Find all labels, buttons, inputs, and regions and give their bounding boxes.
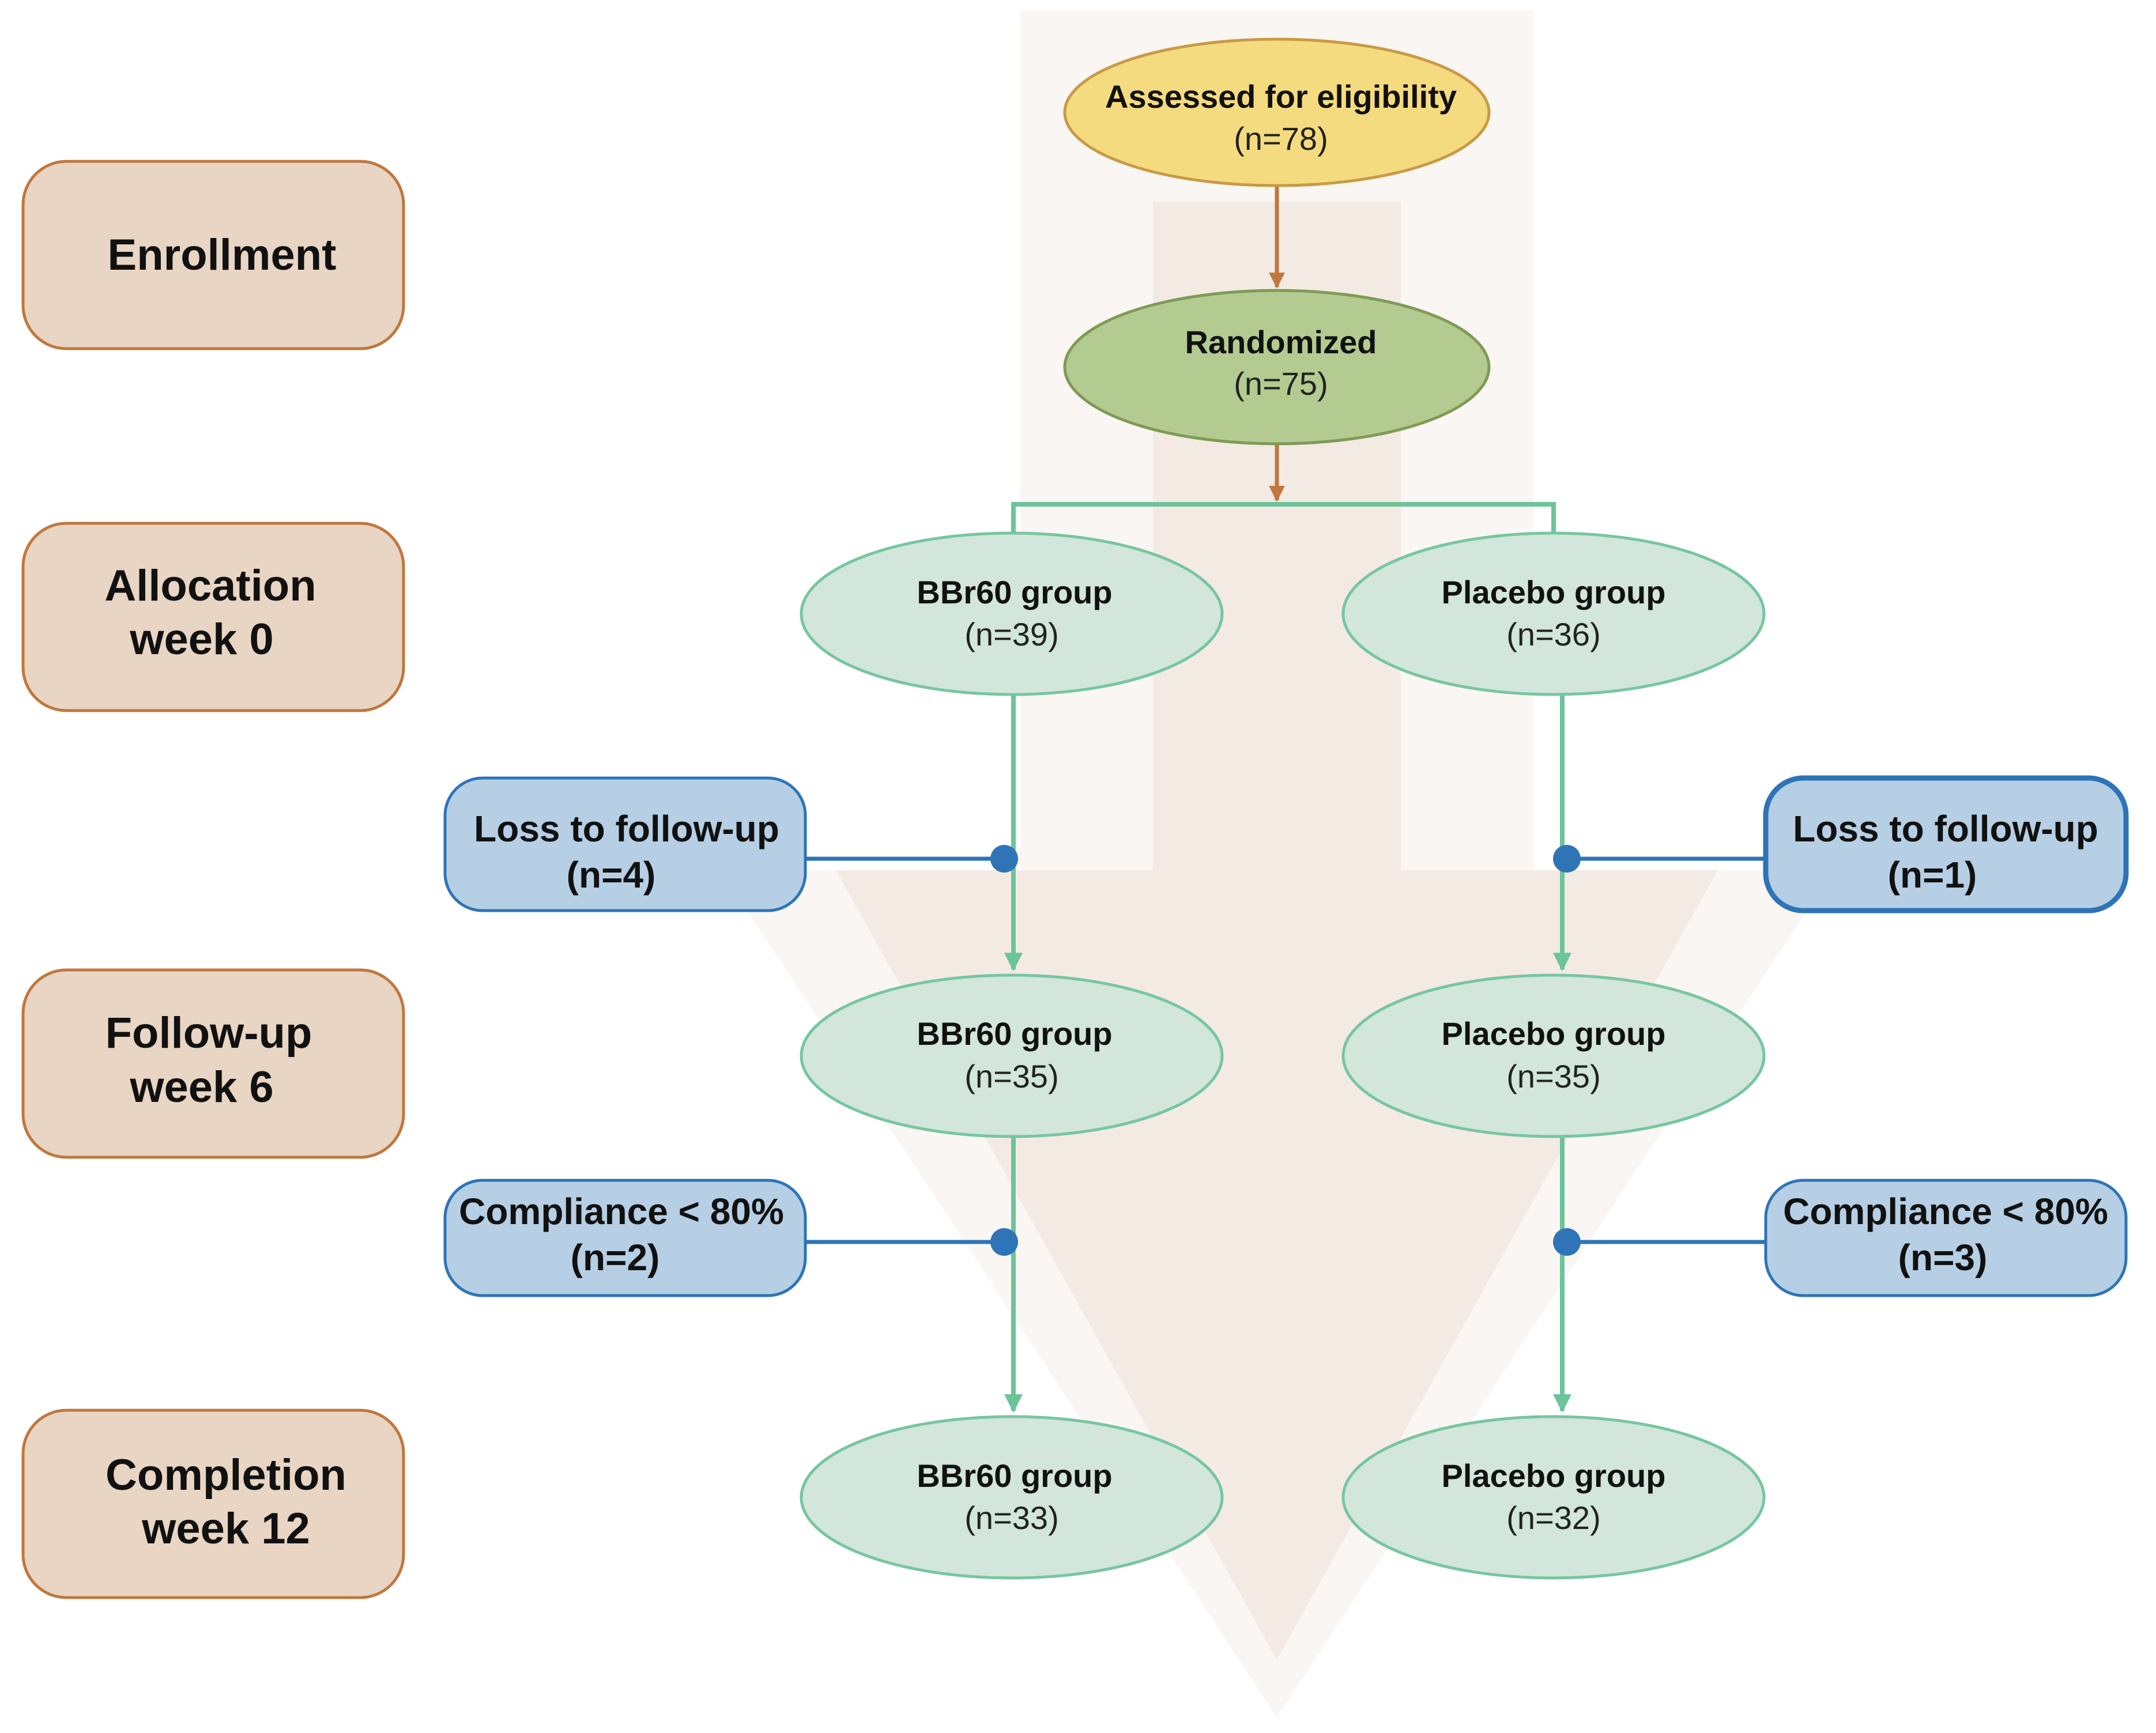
node-bbr-followup-label: BBr60 group	[917, 1015, 1112, 1052]
exclusion-compliance-left-count: (n=2)	[571, 1237, 660, 1278]
node-bbr-followup: BBr60 group (n=35)	[800, 973, 1224, 1138]
exclusion-loss-left: Loss to follow-up (n=4)	[443, 776, 807, 912]
node-bbr-allocation-count: (n=39)	[964, 616, 1058, 652]
junction-dot	[990, 1228, 1018, 1256]
node-bbr-completion-label: BBr60 group	[917, 1458, 1112, 1494]
node-placebo-completion-label: Placebo group	[1442, 1458, 1666, 1494]
exclusion-loss-right-count: (n=1)	[1888, 854, 1977, 896]
node-placebo-followup-label: Placebo group	[1442, 1015, 1666, 1052]
junction-dot	[1553, 845, 1581, 873]
node-bbr-allocation: BBr60 group (n=39)	[800, 531, 1224, 696]
node-placebo-followup-count: (n=35)	[1506, 1058, 1600, 1094]
node-placebo-completion: Placebo group (n=32)	[1341, 1415, 1766, 1580]
exclusion-compliance-left: Compliance < 80% (n=2)	[443, 1179, 807, 1297]
junction-dot	[990, 845, 1018, 873]
split-connector	[1011, 502, 1556, 536]
node-placebo-completion-count: (n=32)	[1506, 1500, 1600, 1536]
background-arrow	[721, 10, 1833, 1717]
node-bbr-completion: BBr60 group (n=33)	[800, 1415, 1224, 1580]
node-assessed: Assessed for eligibility (n=78)	[1063, 37, 1491, 187]
stage-followup-label-line2: week 6	[129, 1063, 273, 1112]
exclusion-loss-left-label: Loss to follow-up	[474, 808, 779, 849]
exclusion-compliance-left-label: Compliance < 80%	[459, 1191, 784, 1232]
connectors-blue	[804, 845, 1766, 1256]
exclusion-compliance-right-label: Compliance < 80%	[1783, 1191, 2108, 1232]
node-assessed-label: Assessed for eligibility	[1105, 78, 1457, 115]
stage-allocation-label-line2: week 0	[129, 615, 273, 664]
exclusion-loss-right: Loss to follow-up (n=1)	[1763, 775, 2129, 913]
node-randomized-label: Randomized	[1185, 324, 1377, 360]
connectors-green	[1004, 502, 1571, 1413]
node-bbr-followup-count: (n=35)	[964, 1058, 1058, 1094]
node-randomized-count: (n=75)	[1234, 365, 1328, 402]
stage-completion-label-line1: Completion	[105, 1451, 346, 1500]
node-placebo-allocation: Placebo group (n=36)	[1341, 531, 1766, 696]
stage-followup: Follow-up week 6	[21, 968, 405, 1159]
stage-allocation: Allocation week 0	[21, 522, 405, 712]
stage-completion-label-line2: week 12	[141, 1504, 310, 1553]
stage-enrollment-label: Enrollment	[108, 231, 337, 280]
stage-completion: Completion week 12	[21, 1409, 405, 1599]
node-placebo-allocation-count: (n=36)	[1506, 616, 1600, 652]
exclusion-loss-left-count: (n=4)	[567, 854, 656, 896]
node-randomized: Randomized (n=75)	[1063, 289, 1491, 445]
junction-dot	[1553, 1228, 1581, 1256]
stage-allocation-label-line1: Allocation	[104, 561, 316, 610]
node-placebo-followup: Placebo group (n=35)	[1341, 973, 1766, 1138]
node-bbr-allocation-label: BBr60 group	[917, 574, 1112, 610]
exclusion-loss-right-label: Loss to follow-up	[1793, 808, 2098, 849]
exclusion-compliance-right: Compliance < 80% (n=3)	[1764, 1179, 2128, 1297]
stage-followup-label-line1: Follow-up	[105, 1009, 312, 1058]
exclusion-compliance-right-count: (n=3)	[1898, 1237, 1988, 1278]
stage-enrollment: Enrollment	[21, 160, 405, 350]
node-bbr-completion-count: (n=33)	[964, 1500, 1058, 1536]
node-assessed-count: (n=78)	[1234, 120, 1328, 157]
node-placebo-allocation-label: Placebo group	[1442, 574, 1666, 610]
